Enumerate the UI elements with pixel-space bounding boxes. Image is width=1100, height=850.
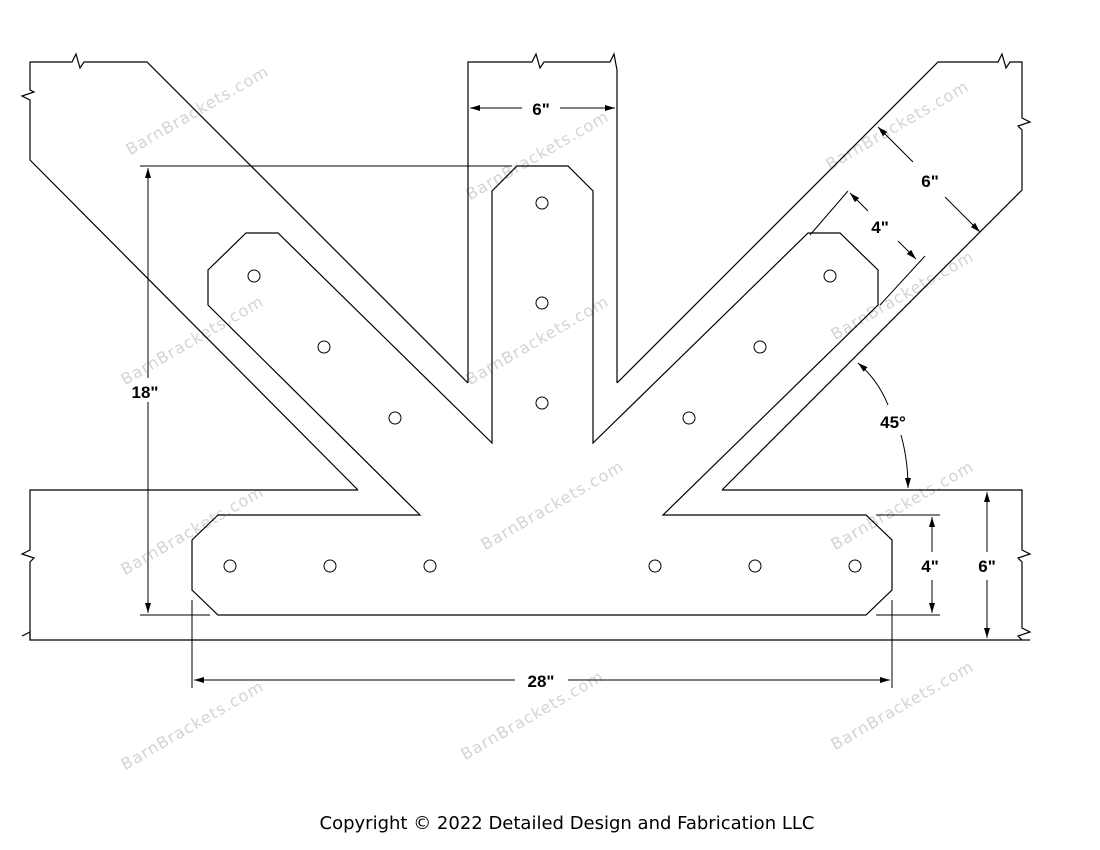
- brace-angle-label: 45°: [880, 413, 906, 432]
- dimension-brace-angle: 45°: [857, 362, 911, 489]
- dimension-brace-strap-width: 4": [809, 190, 926, 306]
- bolt-hole: [423, 559, 437, 573]
- bolt-hole: [388, 411, 402, 425]
- bracket-plate: [191, 165, 893, 616]
- copyright-text: Copyright © 2022 Detailed Design and Fab…: [320, 813, 815, 834]
- watermark-text: BarnBrackets.com: [122, 62, 272, 159]
- bolt-hole: [753, 340, 767, 354]
- dimension-overall-height: 18": [132, 165, 512, 616]
- watermark-text: BarnBrackets.com: [117, 677, 267, 774]
- bolt-hole: [682, 411, 696, 425]
- dimension-strap-width: 4": [876, 514, 940, 616]
- bolt-hole: [317, 340, 331, 354]
- bolt-hole: [247, 269, 261, 283]
- bolt-hole: [535, 196, 549, 210]
- brace-strap-width-label: 4": [871, 218, 889, 237]
- post-width-label: 6": [532, 100, 550, 119]
- watermark-text: BarnBrackets.com: [477, 457, 627, 554]
- bolt-hole: [223, 559, 237, 573]
- watermark-text: BarnBrackets.com: [462, 107, 612, 204]
- watermark-text: BarnBrackets.com: [827, 457, 977, 554]
- watermark-text: BarnBrackets.com: [822, 77, 972, 174]
- watermark-text: BarnBrackets.com: [117, 292, 267, 389]
- brace-width-label: 6": [921, 172, 939, 191]
- dimension-beam-depth: 6": [978, 492, 996, 638]
- dimension-brace-width: 6": [877, 126, 981, 233]
- bolt-hole: [748, 559, 762, 573]
- beam-depth-label: 6": [978, 557, 996, 576]
- bolt-hole: [535, 296, 549, 310]
- bolt-hole: [648, 559, 662, 573]
- watermark-text: BarnBrackets.com: [827, 657, 977, 754]
- overall-height-label: 18": [132, 383, 159, 402]
- bolt-holes: [223, 196, 862, 573]
- bolt-hole: [535, 396, 549, 410]
- beam-break: [21, 631, 31, 640]
- center-post-timber: [467, 52, 618, 383]
- left-brace-timber: [20, 52, 469, 491]
- overall-length-label: 28": [528, 672, 555, 691]
- beam-timber: [20, 489, 1032, 641]
- strap-width-label: 4": [921, 557, 939, 576]
- watermark-text: BarnBrackets.com: [827, 247, 977, 344]
- bolt-hole: [848, 559, 862, 573]
- bolt-hole: [823, 269, 837, 283]
- dimension-overall-length: 28": [191, 600, 893, 691]
- bolt-hole: [323, 559, 337, 573]
- right-brace-timber: [616, 52, 1032, 491]
- dimension-post-width: 6": [470, 100, 615, 119]
